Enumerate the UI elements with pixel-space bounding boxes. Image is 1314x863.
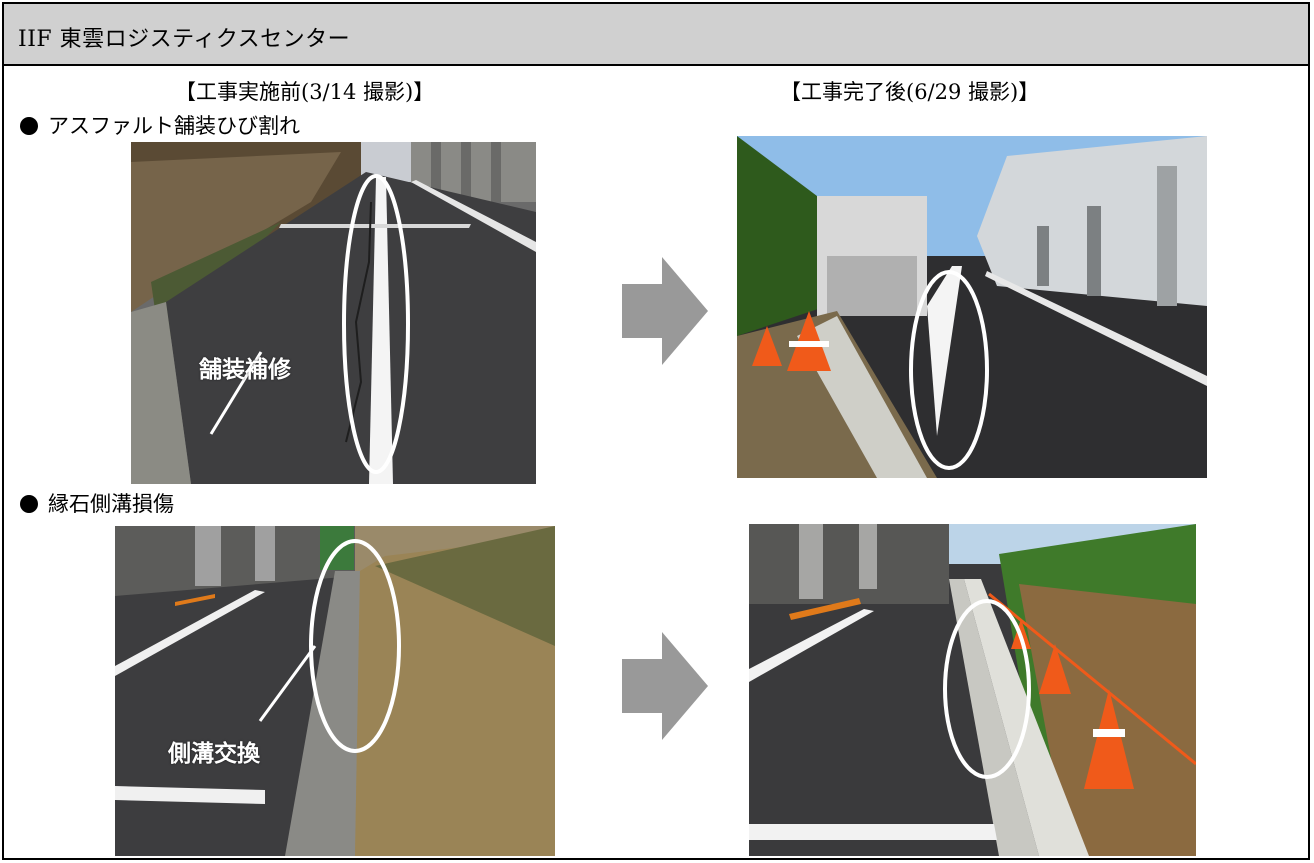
arrow-right-icon xyxy=(622,632,708,740)
page-title: IIF 東雲ロジスティクスセンター xyxy=(18,27,351,52)
after-photo-asphalt xyxy=(737,136,1207,478)
section-label-gutter: 縁石側溝損傷 xyxy=(20,488,174,518)
callout-label-pavement-repair: 舗装補修 xyxy=(199,357,291,383)
arrow-right-icon xyxy=(622,257,708,365)
bullet-icon xyxy=(20,117,38,135)
after-photo-gutter xyxy=(749,524,1196,856)
after-column-heading: 【工事完了後(6/29 撮影)】 xyxy=(780,80,1040,104)
section-label-text: アスファルト舗装ひび割れ xyxy=(48,114,300,138)
bullet-icon xyxy=(20,495,38,513)
before-photo-gutter xyxy=(115,526,555,856)
before-photo-asphalt xyxy=(131,142,536,484)
callout-label-gutter-replacement: 側溝交換 xyxy=(168,741,260,767)
section-label-asphalt: アスファルト舗装ひび割れ xyxy=(20,110,300,140)
section-label-text: 縁石側溝損傷 xyxy=(48,492,174,516)
before-column-heading: 【工事実施前(3/14 撮影)】 xyxy=(175,80,435,104)
header-bar: IIF 東雲ロジスティクスセンター xyxy=(4,4,1308,66)
